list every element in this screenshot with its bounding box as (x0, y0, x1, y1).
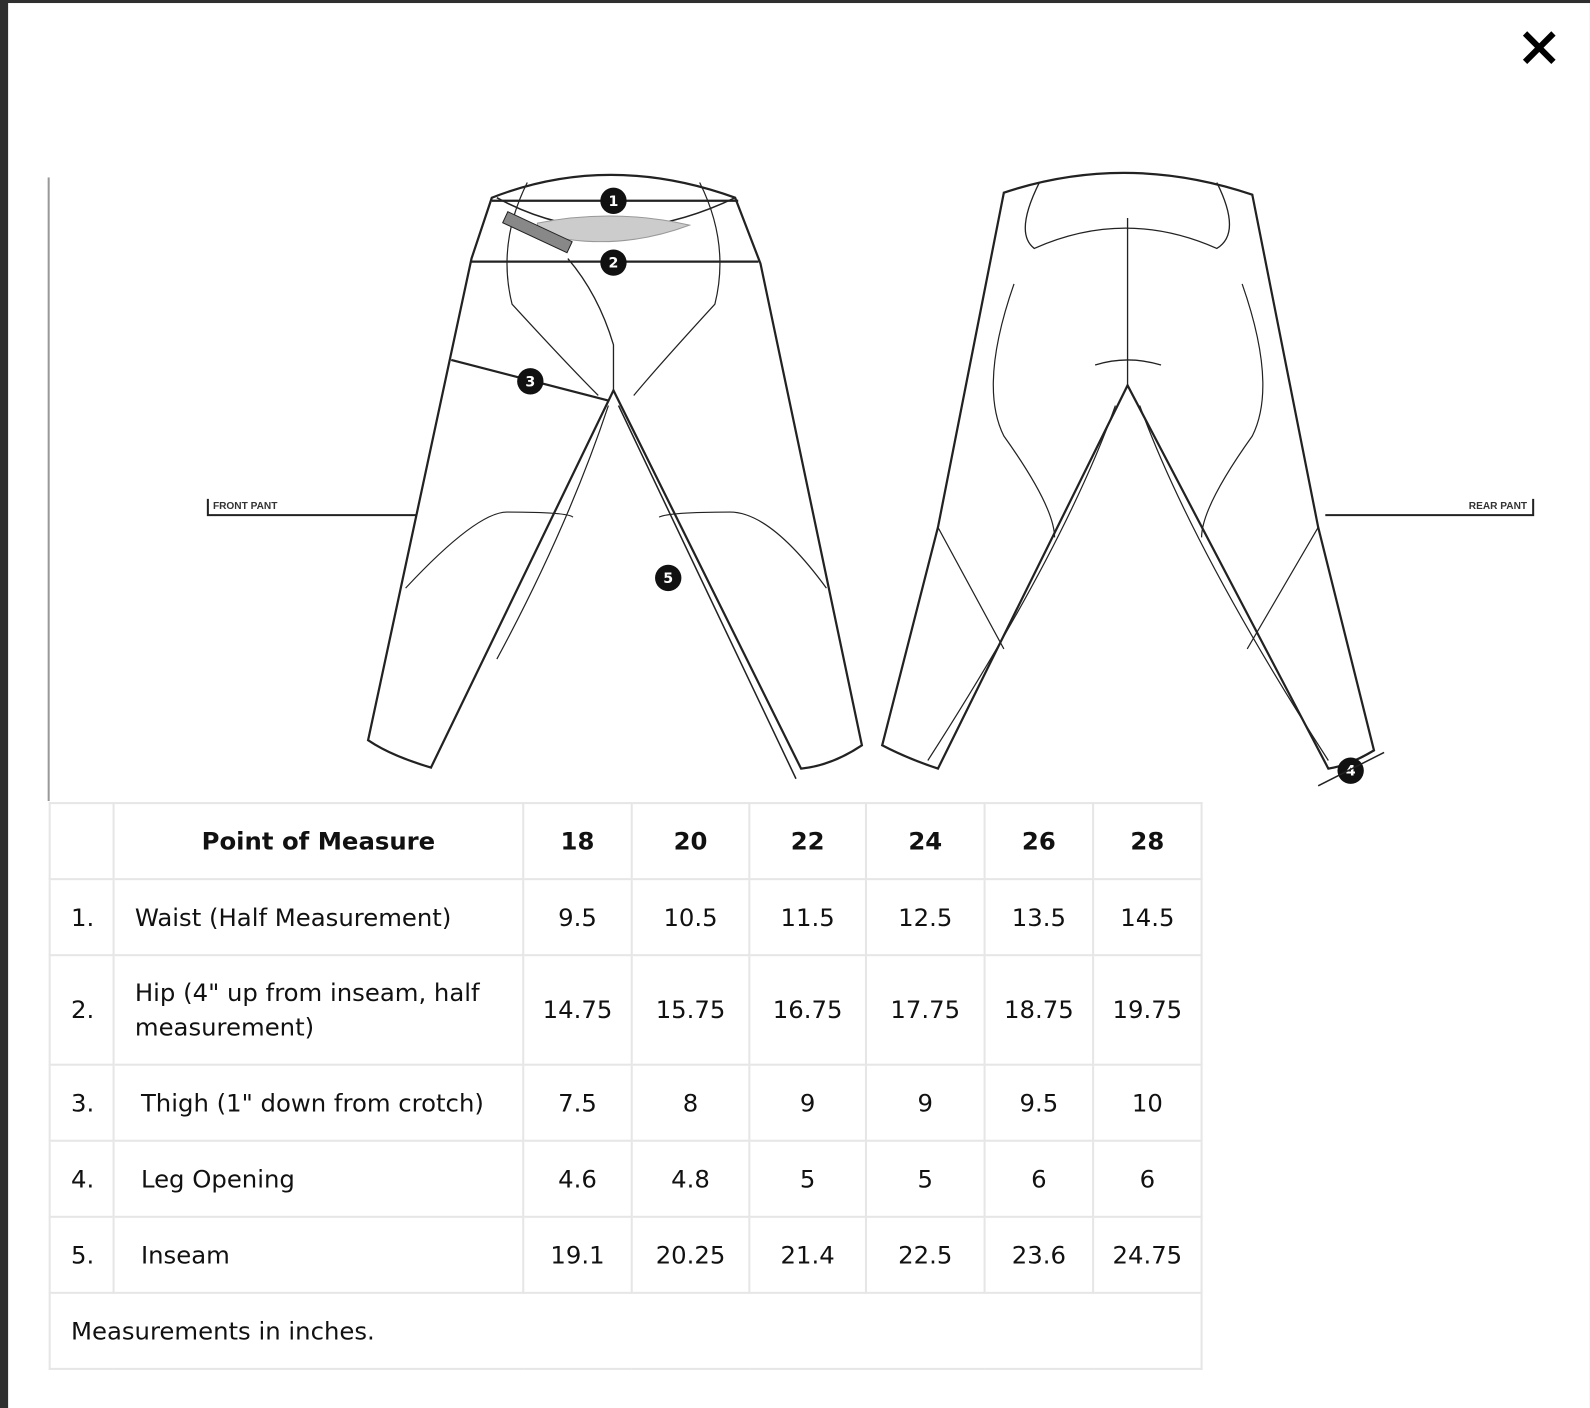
cell: 14.75 (522, 954, 633, 1066)
row-number: 3. (48, 1063, 115, 1142)
cell: 10.5 (630, 878, 751, 957)
cell: 15.75 (630, 954, 751, 1066)
cell: 17.75 (864, 954, 986, 1066)
cell: 5 (748, 1139, 867, 1218)
pant-measurement-diagram: FRONT PANT REAR PANT 1 2 3 4 5 (206, 171, 1535, 787)
cell: 7.5 (522, 1063, 633, 1142)
svg-text:1: 1 (609, 194, 619, 210)
divider (47, 177, 50, 802)
svg-text:4: 4 (1346, 764, 1356, 780)
cell: 14.5 (1092, 878, 1203, 957)
row-number: 2. (48, 954, 115, 1066)
header-size-18: 18 (522, 802, 633, 881)
table-header-row: Point of Measure 18 20 22 24 26 28 (48, 802, 1203, 881)
cell: 11.5 (748, 878, 867, 957)
rear-pant-drawing (880, 171, 1376, 770)
table-footnote-row: Measurements in inches. (48, 1291, 1203, 1370)
cell: 20.25 (630, 1215, 751, 1294)
cell: 23.6 (983, 1215, 1095, 1294)
rear-pant-callout: REAR PANT (1325, 498, 1535, 517)
cell: 9 (748, 1063, 867, 1142)
cell: 9 (864, 1063, 986, 1142)
marker-5: 5 (655, 564, 682, 592)
row-number: 5. (48, 1215, 115, 1294)
close-icon[interactable] (1519, 27, 1560, 68)
cell: 9.5 (522, 878, 633, 957)
row-label: Leg Opening (112, 1139, 525, 1218)
cell: 19.1 (522, 1215, 633, 1294)
cell: 24.75 (1092, 1215, 1203, 1294)
cell: 6 (983, 1139, 1095, 1218)
cell: 12.5 (864, 878, 986, 957)
cell: 4.8 (630, 1139, 751, 1218)
row-label: Thigh (1" down from crotch) (112, 1063, 525, 1142)
row-label: Inseam (112, 1215, 525, 1294)
header-size-26: 26 (983, 802, 1095, 881)
cell: 13.5 (983, 878, 1095, 957)
svg-text:2: 2 (609, 256, 619, 272)
cell: 5 (864, 1139, 986, 1218)
marker-3: 3 (517, 368, 544, 395)
header-size-20: 20 (630, 802, 751, 881)
cell: 8 (630, 1063, 751, 1142)
svg-text:5: 5 (663, 571, 673, 587)
table-row: 5. Inseam 19.1 20.25 21.4 22.5 23.6 24.7… (48, 1215, 1203, 1294)
cell: 6 (1092, 1139, 1203, 1218)
marker-1: 1 (600, 187, 627, 214)
header-size-24: 24 (864, 802, 986, 881)
row-label: Hip (4" up from inseam, half measurement… (112, 954, 525, 1066)
cell: 16.75 (748, 954, 867, 1066)
rear-pant-label: REAR PANT (1469, 501, 1528, 512)
marker-2: 2 (600, 249, 627, 276)
cell: 18.75 (983, 954, 1095, 1066)
table-row: 4. Leg Opening 4.6 4.8 5 5 6 6 (48, 1139, 1203, 1218)
table-row: 1. Waist (Half Measurement) 9.5 10.5 11.… (48, 878, 1203, 957)
header-point-of-measure: Point of Measure (112, 802, 525, 881)
row-number: 1. (48, 878, 115, 957)
cell: 9.5 (983, 1063, 1095, 1142)
front-pant-label: FRONT PANT (213, 501, 278, 512)
cell: 21.4 (748, 1215, 867, 1294)
header-size-22: 22 (748, 802, 867, 881)
cell: 22.5 (864, 1215, 986, 1294)
footnote: Measurements in inches. (48, 1291, 1203, 1370)
cell: 4.6 (522, 1139, 633, 1218)
header-index (48, 802, 115, 881)
cell: 19.75 (1092, 954, 1203, 1066)
marker-4: 4 (1337, 757, 1364, 784)
cell: 10 (1092, 1063, 1203, 1142)
svg-text:3: 3 (525, 374, 535, 390)
row-number: 4. (48, 1139, 115, 1218)
front-pant-callout: FRONT PANT (206, 498, 416, 517)
row-label: Waist (Half Measurement) (112, 878, 525, 957)
header-size-28: 28 (1092, 802, 1203, 881)
table-row: 2. Hip (4" up from inseam, half measurem… (48, 954, 1203, 1066)
size-chart-table: Point of Measure 18 20 22 24 26 28 1. Wa… (48, 802, 1203, 1370)
table-row: 3. Thigh (1" down from crotch) 7.5 8 9 9… (48, 1063, 1203, 1142)
front-pant-drawing (366, 173, 864, 780)
